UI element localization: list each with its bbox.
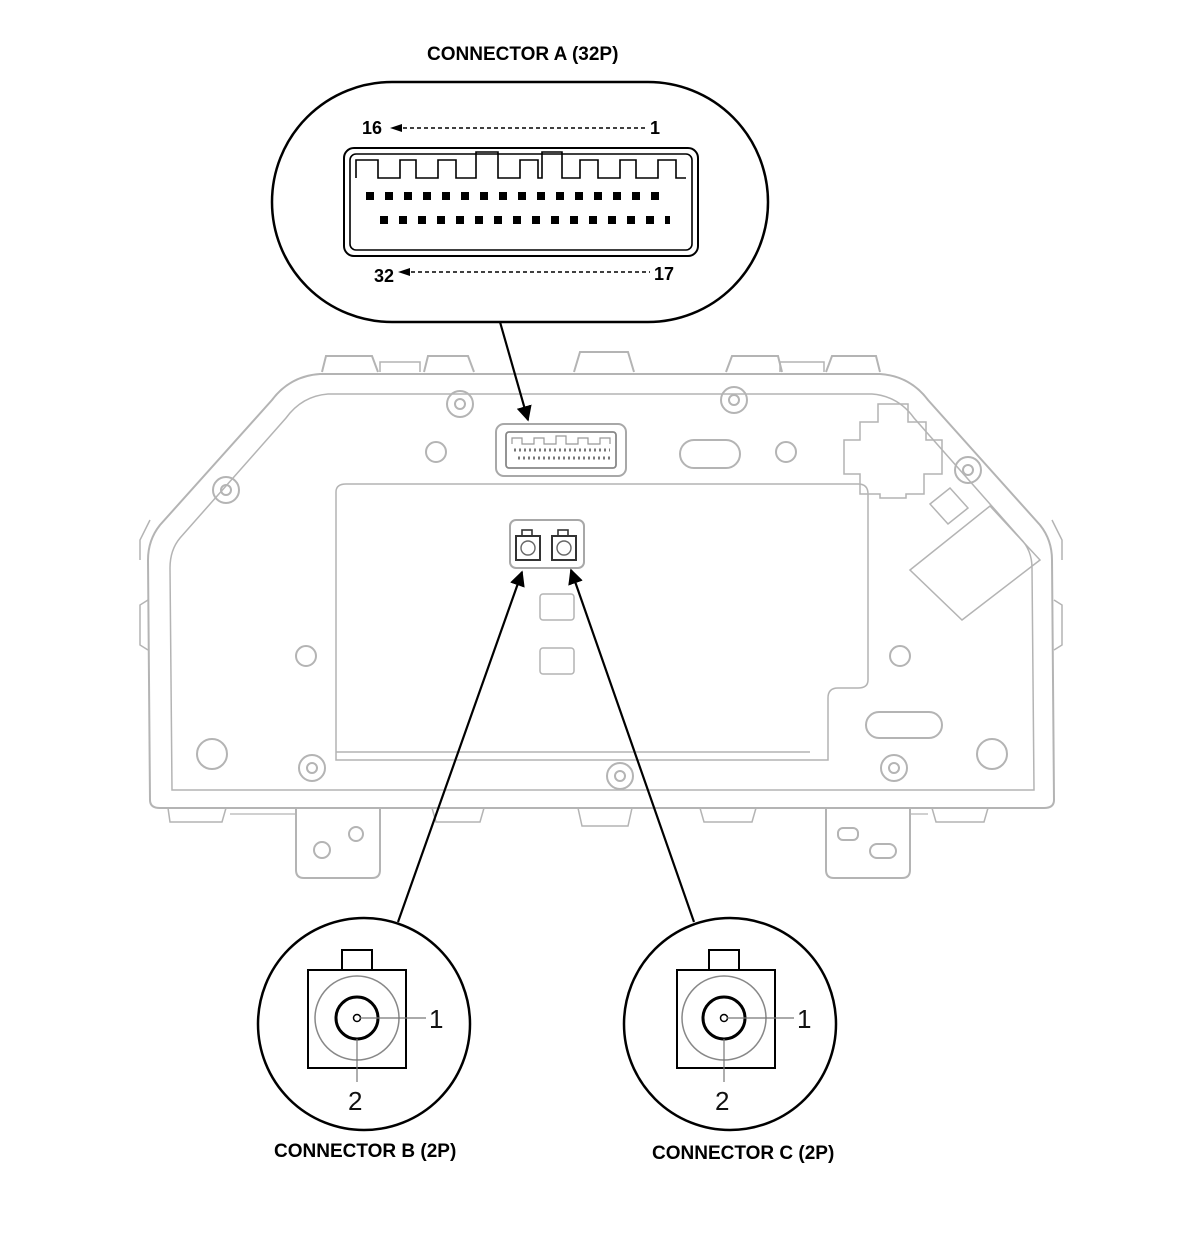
pin-label-1: 1 <box>650 118 660 138</box>
pin-label-17: 17 <box>654 264 674 284</box>
pin-label-16: 16 <box>362 118 382 138</box>
connector-a-title: CONNECTOR A (32P) <box>427 44 619 65</box>
connector-b-callout: 1 2 <box>256 916 472 1132</box>
connector-a-on-unit <box>495 423 627 477</box>
connectors-b-c-on-unit <box>509 519 585 569</box>
gauge-control-unit <box>139 351 1063 879</box>
connector-b-pin-1-label: 1 <box>429 1004 443 1034</box>
connector-c-pin-1-label: 1 <box>797 1004 811 1034</box>
connector-b-pin-2-label: 2 <box>348 1086 362 1116</box>
leader-b <box>396 570 525 923</box>
leader-a <box>498 321 532 422</box>
pin-label-32: 32 <box>374 266 394 286</box>
connector-c-title: CONNECTOR C (2P) <box>652 1143 835 1164</box>
connector-c-callout: 1 2 <box>622 916 838 1132</box>
leader-c <box>568 568 696 923</box>
connector-a-callout: 16 1 32 17 <box>270 80 770 324</box>
connector-b-title: CONNECTOR B (2P) <box>274 1141 457 1162</box>
connector-c-pin-2-label: 2 <box>715 1086 729 1116</box>
